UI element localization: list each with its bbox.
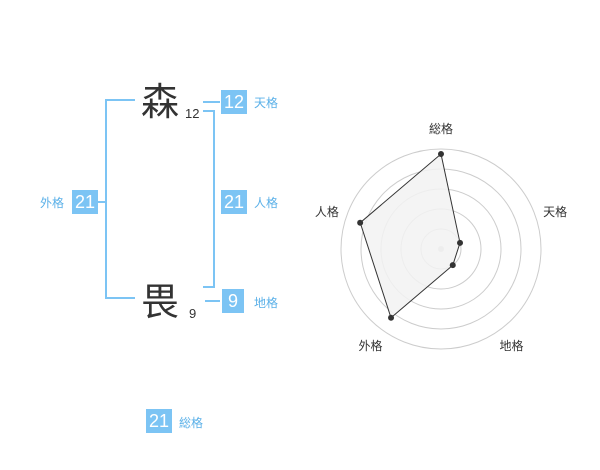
radar-axis-label-4: 外格 xyxy=(358,338,382,353)
radar-point-3 xyxy=(449,262,456,269)
radar-axis-label-5: 人格 xyxy=(315,204,339,219)
radar-axis-label-1: 総格 xyxy=(429,121,453,136)
jinkaku-bracket-vertical xyxy=(213,110,215,288)
given-stroke-count: 9 xyxy=(189,306,197,321)
jinkaku-label: 人格 xyxy=(254,196,279,210)
surname-char: 森 xyxy=(141,80,180,124)
radar-point-5 xyxy=(357,219,364,226)
radar-data-points xyxy=(357,151,464,321)
radar-axis-label-2: 天格 xyxy=(543,204,567,219)
chikaku-value-badge: 9 xyxy=(222,289,244,313)
gaikaku-connector xyxy=(98,201,107,203)
gaikaku-label: 外格 xyxy=(40,196,65,210)
tenkaku-label: 天格 xyxy=(254,96,279,110)
soukaku-label: 総格 xyxy=(179,416,204,430)
chikaku-connector xyxy=(205,300,220,302)
gaikaku-bracket-bottom xyxy=(105,297,135,299)
radar-ring xyxy=(340,148,542,350)
tenkaku-connector xyxy=(203,101,220,103)
radar-point-4 xyxy=(388,314,395,321)
jinkaku-bracket-bottom xyxy=(203,286,215,288)
given-char: 畏 xyxy=(141,280,180,324)
jinkaku-value-badge: 21 xyxy=(221,190,247,214)
gaikaku-value-badge: 21 xyxy=(72,190,98,214)
radar-axis-label-3: 地格 xyxy=(499,338,523,353)
jinkaku-bracket-top xyxy=(203,110,215,112)
gaikaku-bracket-top xyxy=(105,99,135,101)
radar-point-2 xyxy=(457,239,464,246)
chikaku-label: 地格 xyxy=(254,296,279,310)
surname-stroke-count: 12 xyxy=(185,106,200,121)
gaikaku-bracket-vertical xyxy=(105,99,107,299)
tenkaku-value-badge: 12 xyxy=(221,90,247,114)
soukaku-value-badge: 21 xyxy=(146,409,172,433)
radar-point-1 xyxy=(438,151,444,157)
radar-data-polygon xyxy=(359,153,461,319)
